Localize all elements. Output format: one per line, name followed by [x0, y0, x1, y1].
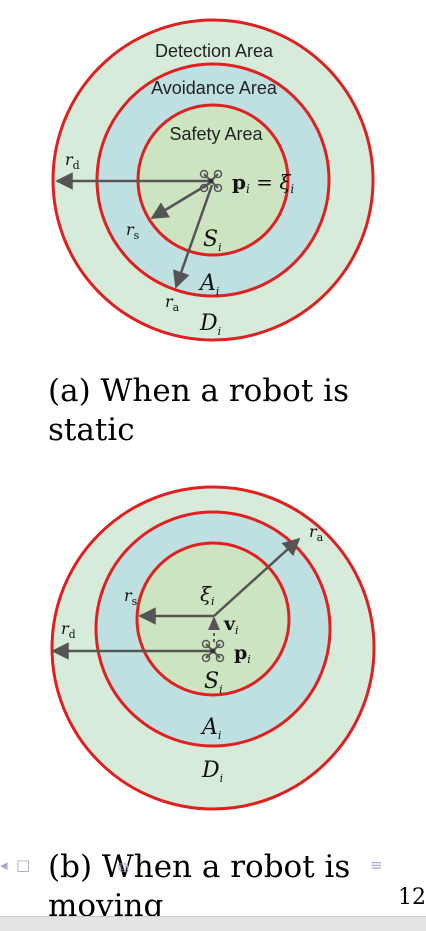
nav-left-arrow-icon[interactable]: ◂ — [0, 856, 8, 874]
ra-arrow-b — [213, 537, 301, 617]
set-d-label-b: Di — [201, 758, 223, 785]
nav-frame-icon[interactable]: □ — [16, 856, 31, 874]
caption-a-line2: static — [48, 412, 135, 448]
page-number: 12 — [398, 885, 426, 910]
rd-label-b: rd — [61, 619, 76, 641]
safety-area-label: Safety Area — [169, 124, 263, 144]
set-a-label: Ai — [198, 271, 219, 298]
velocity-arrowhead — [208, 616, 220, 630]
robot-icon-b — [201, 639, 225, 663]
footer-bar — [0, 916, 426, 931]
detection-area-label: Detection Area — [155, 41, 274, 61]
position-label-b: pi — [234, 642, 251, 666]
ra-arrow — [172, 184, 214, 289]
ra-label: ra — [165, 292, 180, 314]
position-equation: pi = ξi — [232, 170, 294, 196]
set-d-label: Di — [199, 311, 221, 338]
avoidance-area-label: Avoidance Area — [151, 78, 278, 98]
rd-label: rd — [65, 150, 80, 172]
set-s-label: Si — [203, 227, 222, 254]
velocity-label: vi — [223, 613, 239, 637]
rs-label: rs — [126, 220, 140, 242]
figure-a: Detection Area Avoidance Area Safety Are… — [51, 18, 375, 342]
rs-label-b: rs — [124, 586, 138, 608]
caption-b-line1: (b) When a robot is — [48, 849, 351, 885]
xi-label-b: ξi — [200, 582, 215, 608]
nav-align-icon[interactable]: ≡ — [370, 856, 383, 874]
robot-icon — [199, 169, 223, 193]
figure-b: ra rs rd ξi vi pi Si Ai Di — [50, 485, 376, 811]
caption-a-line1: (a) When a robot is — [48, 373, 349, 409]
set-s-label-b: Si — [204, 669, 223, 696]
ra-label-b: ra — [309, 522, 324, 544]
nav-subsection-icon[interactable]: ⧉ — [118, 858, 129, 876]
set-a-label-b: Ai — [200, 715, 221, 742]
